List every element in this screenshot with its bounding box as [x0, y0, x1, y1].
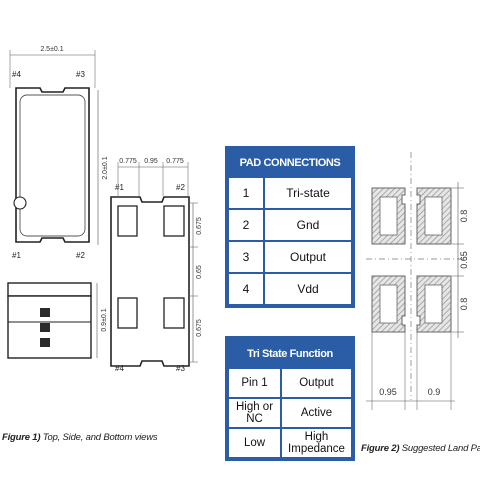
land-bottom-dim: 0.95: [379, 387, 397, 397]
land-bottom-dim: 0.9: [428, 387, 441, 397]
bottom-pad-3: [163, 297, 185, 329]
figure1-caption-text: Top, Side, and Bottom views: [40, 432, 158, 443]
bottom-side-dim: 0.675: [196, 319, 203, 337]
table-row: 3 Output: [227, 240, 353, 274]
bottom-pad-1: [117, 205, 138, 237]
pad-function: Tri-state: [263, 176, 353, 210]
tri-state-result: Active: [280, 397, 353, 429]
bottom-top-dim: 0.775: [166, 158, 184, 165]
tri-state-result: Output: [280, 367, 353, 399]
bottom-pin-label: #4: [115, 364, 124, 373]
pin1-marker-circle: [13, 196, 27, 210]
bottom-top-dim: 0.775: [119, 158, 137, 165]
table-row: 2 Gnd: [227, 208, 353, 242]
land-side-dim: 0.8: [459, 298, 469, 311]
bottom-side-dim: 0.65: [196, 265, 203, 279]
top-width-dim: 2.5±0.1: [40, 46, 63, 53]
tri-state-title: Tri State Function: [227, 338, 353, 369]
top-pin-label: #3: [76, 70, 85, 79]
bottom-pin-label: #1: [115, 183, 124, 192]
pad-number: 4: [227, 272, 265, 306]
figure2-caption-text: Suggested Land Pattern: [401, 443, 480, 454]
bottom-view: 0.775 0.95 0.775 0.675 0.65 0.675 #1 #2 …: [110, 158, 203, 373]
top-height-dim: 2.0±0.1: [102, 156, 109, 179]
tri-state-table: Tri State Function Pin 1 Output High or …: [225, 336, 355, 461]
table-row: Pin 1 Output: [227, 367, 353, 399]
table-row: High or NC Active: [227, 397, 353, 429]
bottom-pad-4: [117, 297, 138, 329]
bottom-pin-label: #3: [176, 364, 185, 373]
pad-function: Output: [263, 240, 353, 274]
tri-state-condition: High or NC: [227, 397, 282, 429]
top-pin-label: #4: [12, 70, 21, 79]
pad-function: Vdd: [263, 272, 353, 306]
land-pattern: 0.8 0.65 0.8 0.95 0.9: [366, 152, 469, 410]
figure1-caption-prefix: Figure 1): [2, 432, 41, 443]
top-pin-label: #1: [12, 251, 21, 260]
figure1-caption: Figure 1) Top, Side, and Bottom views: [2, 432, 158, 443]
tri-state-result: High Impedance: [280, 427, 353, 459]
table-row: 1 Tri-state: [227, 176, 353, 210]
side-view: 0.9±0.1: [7, 282, 108, 359]
land-side-dim: 0.8: [459, 210, 469, 223]
top-view: 2.5±0.1 2.0±0.1 #4 #3 #1 #2: [9, 46, 109, 260]
figure2-caption-prefix: Figure 2): [361, 443, 400, 454]
side-height-dim: 0.9±0.1: [101, 308, 108, 331]
bottom-pin-label: #2: [176, 183, 185, 192]
tri-state-condition: Pin 1: [227, 367, 282, 399]
table-row: Low High Impedance: [227, 427, 353, 459]
tri-state-condition: Low: [227, 427, 282, 459]
bottom-side-dim: 0.675: [196, 217, 203, 235]
bottom-top-dim: 0.95: [144, 158, 158, 165]
pad-connections-table: PAD CONNECTIONS 1 Tri-state 2 Gnd 3 Outp…: [225, 146, 355, 308]
pad-connections-title: PAD CONNECTIONS: [227, 148, 353, 178]
pad-number: 2: [227, 208, 265, 242]
land-side-dim: 0.65: [459, 251, 469, 269]
pad-function: Gnd: [263, 208, 353, 242]
bottom-pad-2: [163, 205, 185, 237]
pad-number: 1: [227, 176, 265, 210]
table-row: 4 Vdd: [227, 272, 353, 306]
figure2-caption: Figure 2) Suggested Land Pattern: [361, 443, 480, 454]
pad-number: 3: [227, 240, 265, 274]
top-pin-label: #2: [76, 251, 85, 260]
